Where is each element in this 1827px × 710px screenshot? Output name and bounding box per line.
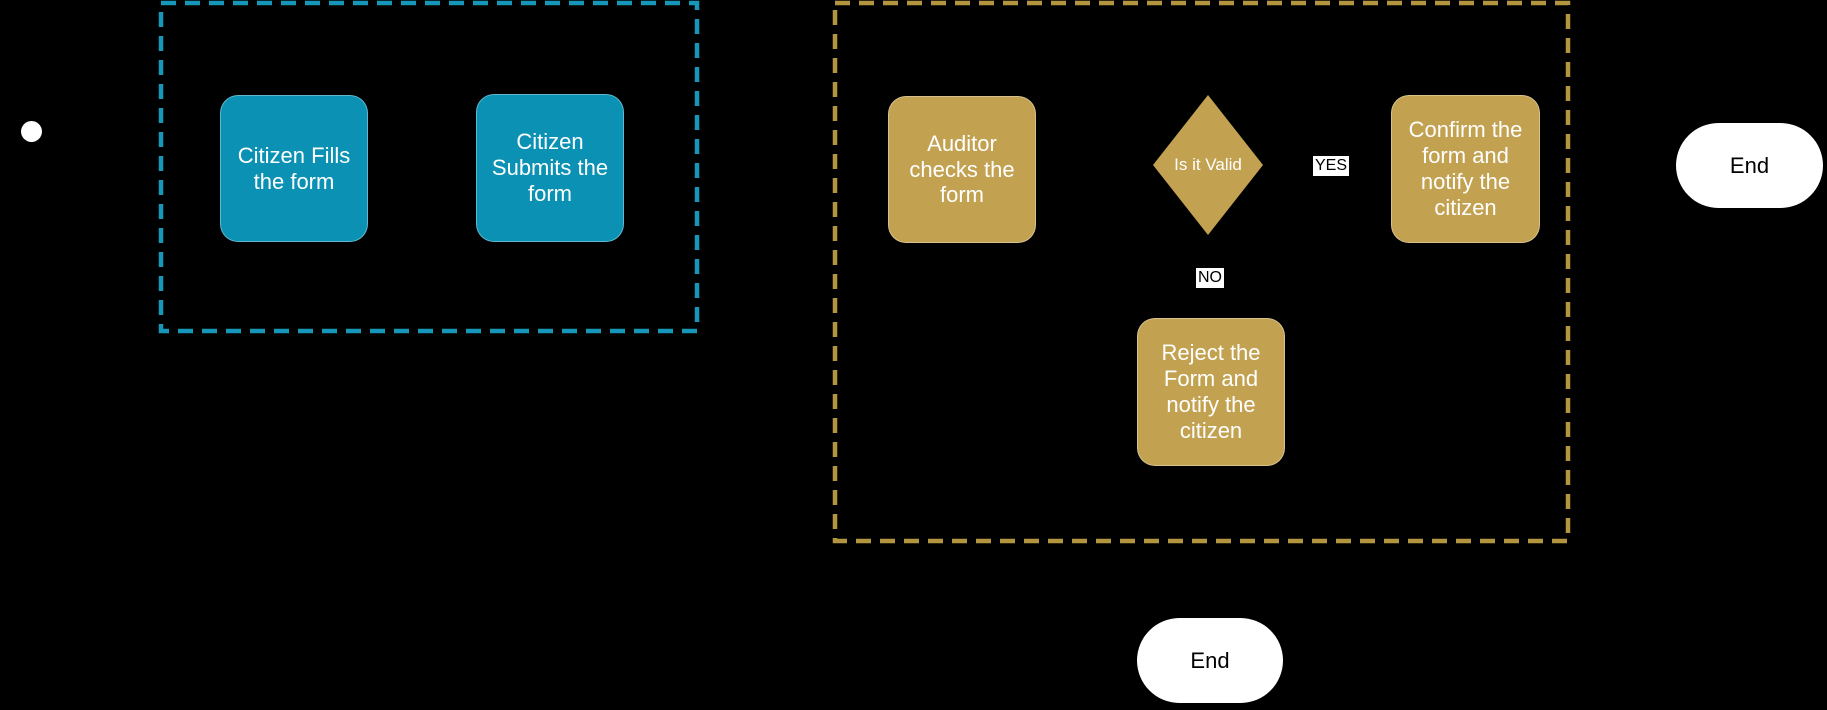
task-label: Citizen Submits the form — [491, 129, 609, 206]
task-auditor-checks-form: Auditor checks the form — [888, 96, 1036, 243]
task-confirm-and-notify: Confirm the form and notify the citizen — [1391, 95, 1540, 243]
decision-label: Is it Valid — [1174, 155, 1242, 174]
task-label: Citizen Fills the form — [237, 142, 351, 194]
end-label: End — [1190, 647, 1230, 673]
end-event-bottom: End — [1137, 618, 1283, 703]
decision-is-it-valid: Is it Valid — [1153, 95, 1263, 235]
task-reject-and-notify: Reject the Form and notify the citizen — [1137, 318, 1285, 466]
end-label: End — [1729, 152, 1770, 178]
start-event-circle — [21, 121, 42, 142]
task-label: Auditor checks the form — [909, 130, 1015, 208]
task-citizen-submits-form: Citizen Submits the form — [476, 94, 624, 242]
task-label: Reject the Form and notify the citizen — [1161, 340, 1261, 443]
task-label: Confirm the form and notify the citizen — [1408, 117, 1523, 220]
task-citizen-fills-form: Citizen Fills the form — [220, 95, 368, 242]
edge-label-no: NO — [1196, 268, 1224, 288]
end-event-right: End — [1676, 123, 1823, 208]
edge-label-yes: YES — [1313, 156, 1350, 176]
